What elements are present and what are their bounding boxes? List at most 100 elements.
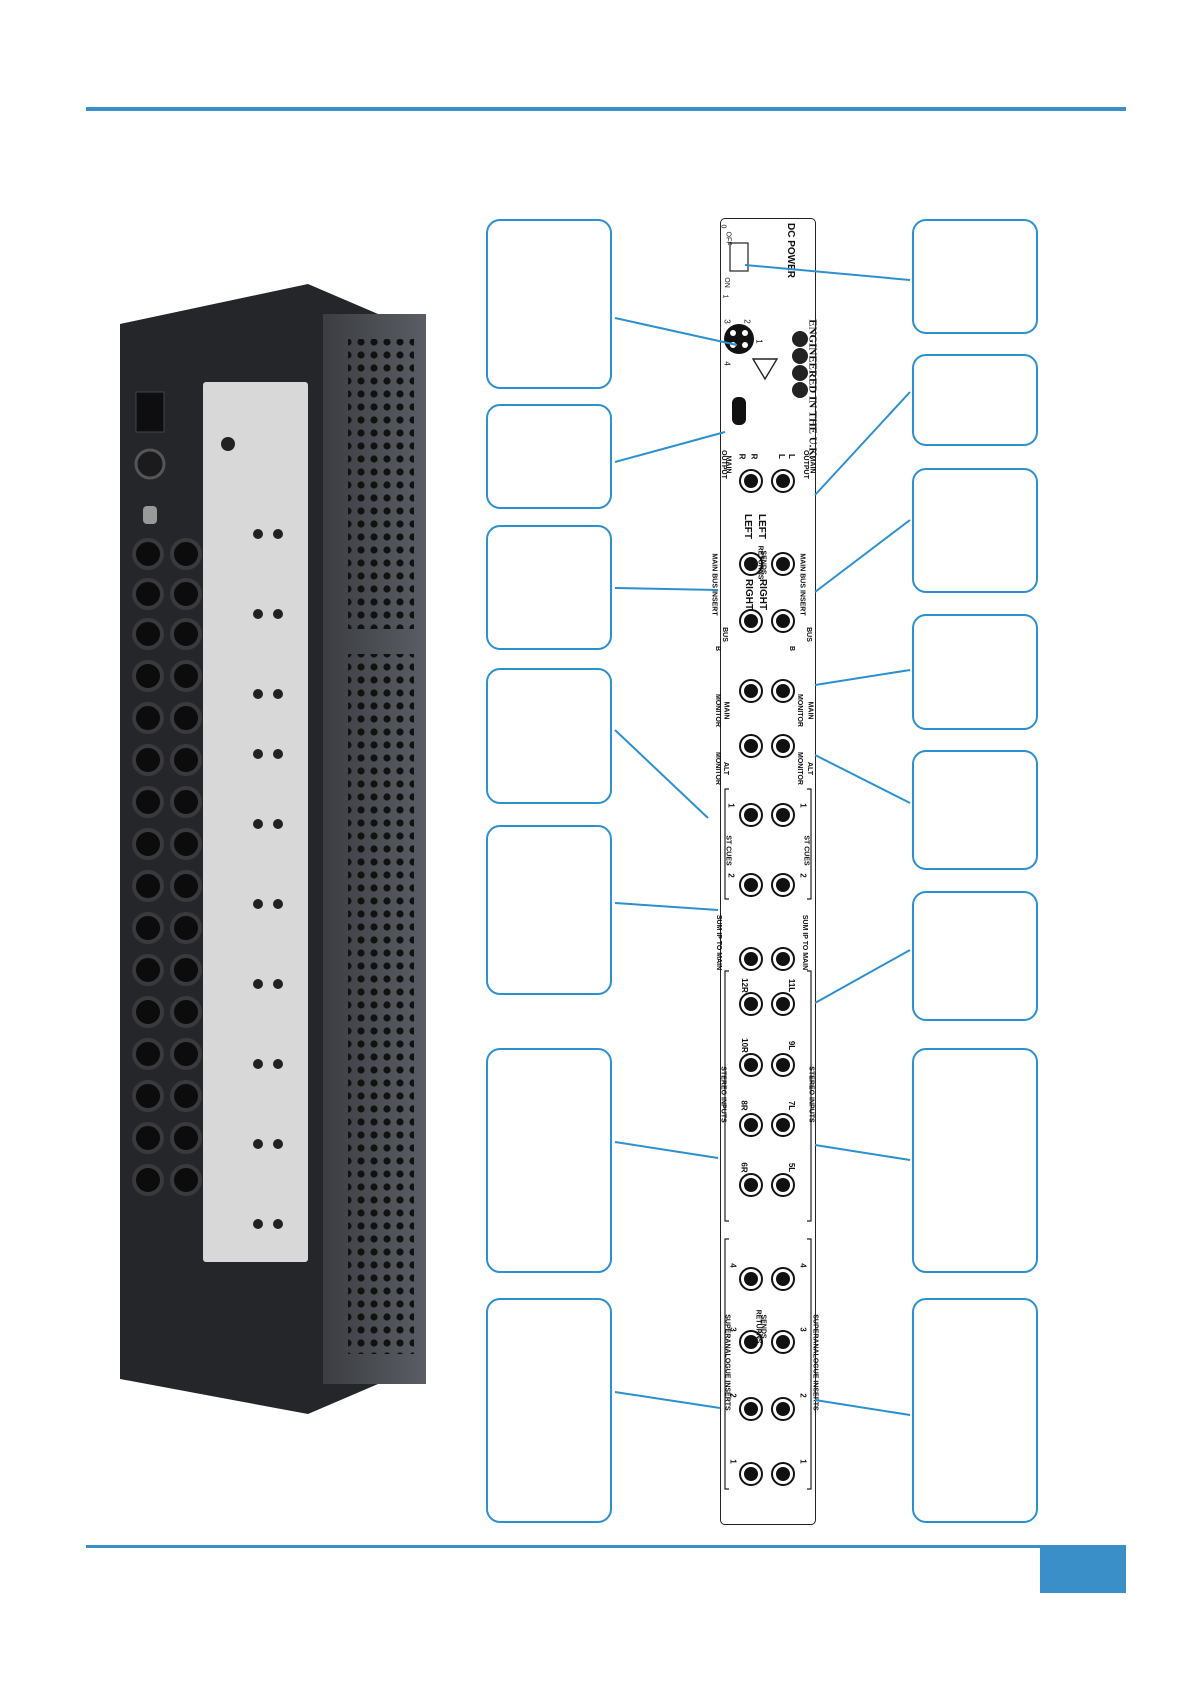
jack-socket-icon — [771, 609, 795, 633]
main-output-l: L — [776, 454, 786, 459]
sum-ip-label-left: SUM IP TO MAIN — [715, 914, 723, 971]
jack-socket-icon — [739, 803, 763, 827]
st-cue-1-left: 1 — [726, 803, 736, 808]
main-bus-insert-label-right: MAIN BUS INSERT — [798, 553, 806, 616]
jack-socket-core — [776, 474, 790, 488]
jack-socket-icon — [739, 1173, 763, 1197]
jack-socket-core — [744, 1335, 758, 1349]
jack-socket-icon — [739, 469, 763, 493]
callout-right-4 — [912, 614, 1038, 730]
jack-socket-core — [776, 997, 790, 1011]
jack-socket-icon — [771, 469, 795, 493]
pin-3-label: 3 — [722, 319, 732, 324]
jack-socket-icon — [771, 734, 795, 758]
callout-right-3 — [912, 468, 1038, 593]
jack-socket-icon — [739, 1113, 763, 1137]
jack-sockets — [739, 469, 795, 1486]
stereo-inputs-label-right: STEREO INPUTS — [807, 1066, 815, 1123]
jack-socket-core — [776, 952, 790, 966]
bottom-rule — [86, 1545, 1126, 1548]
jack-socket-icon — [771, 679, 795, 703]
jack-socket-core — [744, 997, 758, 1011]
stereo-pair-4-r: 6R — [739, 1162, 749, 1173]
jack-socket-core — [744, 1118, 758, 1132]
jack-socket-core — [744, 1178, 758, 1192]
insert-2-left: 2 — [728, 1393, 738, 1398]
alt-monitor-label-right-2: MONITOR — [795, 752, 803, 785]
engineered-label: ENGINEERED IN THE U.K. — [806, 319, 819, 459]
jack-socket-icon — [739, 1462, 763, 1486]
alt-monitor-label-left-2: MONITOR — [713, 752, 721, 785]
jack-socket-icon — [739, 1397, 763, 1421]
jack-socket-icon — [739, 734, 763, 758]
usb-port-icon — [732, 397, 746, 425]
jack-socket-core — [776, 1118, 790, 1132]
st-cue-2-left: 2 — [726, 873, 736, 878]
callout-right-5 — [912, 750, 1038, 870]
jack-socket-core — [776, 684, 790, 698]
right-label-2: RIGHT — [743, 578, 755, 611]
jack-socket-core — [744, 739, 758, 753]
jack-socket-core — [776, 557, 790, 571]
jack-socket-icon — [739, 947, 763, 971]
jack-socket-core — [744, 878, 758, 892]
callout-left-3 — [486, 525, 612, 650]
jack-socket-core — [744, 952, 758, 966]
jack-socket-icon — [771, 1173, 795, 1197]
page-number-tab — [1040, 1545, 1126, 1593]
jack-socket-core — [744, 1467, 758, 1481]
off-label: OFF — [724, 231, 732, 246]
jack-socket-icon — [771, 992, 795, 1016]
jack-socket-icon — [771, 1330, 795, 1354]
callout-left-6 — [486, 1048, 612, 1273]
jack-socket-core — [744, 808, 758, 822]
pin-1-label: 1 — [754, 339, 764, 344]
jack-socket-core — [744, 684, 758, 698]
jack-socket-icon — [771, 552, 795, 576]
insert-2-right: 2 — [798, 1393, 808, 1398]
jack-socket-core — [776, 878, 790, 892]
stereo-pair-1-r: 12R — [739, 978, 749, 993]
stereo-pair-1-l: 11L — [787, 978, 797, 993]
insert-1-right: 1 — [798, 1459, 808, 1464]
returns-label: RETURNS — [756, 545, 764, 580]
stereo-pair-2-r: 10R — [739, 1038, 749, 1053]
callout-right-8 — [912, 1298, 1038, 1523]
jack-socket-core — [744, 557, 758, 571]
jack-socket-icon — [739, 679, 763, 703]
insert-3-right: 3 — [798, 1327, 808, 1332]
alt-monitor-label-right-1: ALT — [806, 761, 814, 776]
jack-socket-icon — [771, 1267, 795, 1291]
jack-socket-icon — [739, 552, 763, 576]
jack-socket-icon — [771, 947, 795, 971]
bus-b-label-right-1: BUS — [804, 627, 812, 642]
jack-socket-core — [776, 808, 790, 822]
jack-socket-core — [776, 1402, 790, 1416]
bus-b-label-left-2: B — [714, 645, 722, 652]
insert-returns-label: RETURNS — [754, 1309, 762, 1344]
main-output-label-right-1: MAIN — [808, 455, 816, 474]
alt-monitor-label-left-1: ALT — [722, 761, 730, 776]
callout-right-1 — [912, 219, 1038, 334]
insert-3-left: 3 — [728, 1327, 738, 1332]
console-rear-photo — [120, 284, 426, 1414]
st-cue-2-right: 2 — [798, 873, 808, 878]
dc-power-label: DC POWER — [785, 223, 796, 278]
main-bus-insert-label-left: MAIN BUS INSERT — [710, 553, 718, 616]
jack-socket-core — [776, 1178, 790, 1192]
jack-socket-icon — [771, 1053, 795, 1077]
top-rule — [86, 107, 1126, 111]
insert-4-left: 4 — [728, 1263, 738, 1268]
jack-socket-icon — [771, 1397, 795, 1421]
jack-socket-icon — [739, 873, 763, 897]
jack-socket-core — [776, 1467, 790, 1481]
callout-right-6 — [912, 891, 1038, 1021]
jack-socket-icon — [771, 1462, 795, 1486]
jack-socket-core — [776, 739, 790, 753]
stereo-pair-3-l: 7L — [787, 1100, 797, 1111]
jack-socket-icon — [739, 609, 763, 633]
jack-socket-core — [744, 474, 758, 488]
jack-socket-core — [776, 1335, 790, 1349]
main-monitor-label-right-1: MAIN — [806, 701, 814, 720]
bus-b-label-left-1: BUS — [720, 627, 728, 642]
